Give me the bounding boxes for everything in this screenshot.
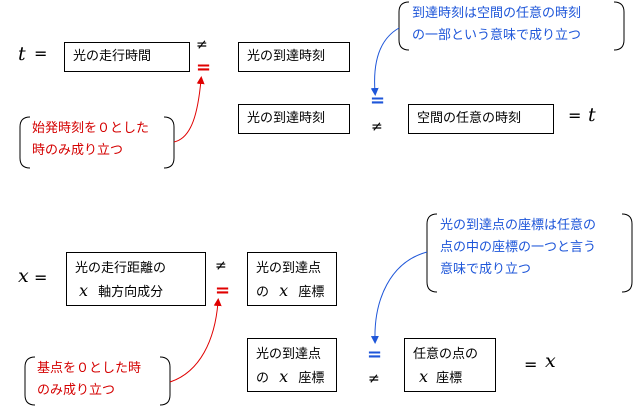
equals-sign: = (34, 44, 48, 63)
lhs-variable: t (18, 43, 26, 65)
note-line: 到達時刻は空間の任意の時刻 (412, 6, 582, 21)
box-label: の (256, 371, 270, 386)
box-label: 光の到達時刻 (247, 111, 326, 126)
not-equal-sign: ≠ (368, 371, 380, 387)
box-travel-distance-x-component: 光の走行距離の x 軸方向成分 (66, 252, 206, 306)
equals-sign-blue: = (367, 344, 383, 365)
red-arrow-top (173, 76, 205, 143)
box-space-arbitrary-time: 空間の任意の時刻 (408, 104, 554, 134)
equals-sign: = (568, 106, 582, 125)
equals-sign-red: = (215, 280, 231, 301)
not-equal-sign: ≠ (215, 258, 227, 274)
box-label-line2: の x 座標 (256, 366, 328, 390)
not-equal-sign: ≠ (196, 37, 208, 53)
x-symbol: x (419, 367, 429, 386)
note-line: 時のみ成り立つ (32, 143, 124, 158)
box-label: 光の走行時間 (73, 49, 152, 64)
box-label: の (256, 285, 270, 300)
note-line: 始発時刻を０とした (32, 121, 150, 136)
note-bracket-left (24, 356, 36, 406)
box-label: 座標 (298, 371, 325, 386)
note-bracket-left (426, 213, 438, 293)
note-arrival-time-explanation: 到達時刻は空間の任意の時刻 の一部という意味で成り立つ (412, 3, 581, 47)
blue-arrow-bottom (370, 251, 428, 344)
equals-sign: = (34, 268, 48, 287)
note-line: 基点を０とした時 (37, 361, 142, 376)
note-line: のみ成り立つ (37, 383, 116, 398)
equals-sign: = (524, 355, 538, 374)
note-base-point-condition: 基点を０とした時 のみ成り立つ (37, 358, 141, 402)
red-arrow-bottom (169, 298, 222, 383)
x-symbol: x (79, 281, 89, 300)
box-label: 空間の任意の時刻 (417, 111, 522, 126)
note-bracket-right (621, 213, 633, 293)
box-label: 座標 (298, 285, 325, 300)
box-label: 任意の点の (413, 347, 479, 362)
box-label-line2: の x 座標 (256, 280, 328, 304)
box-arbitrary-point-x-coordinate: 任意の点の x 座標 (404, 338, 496, 392)
box-label-line2: x 軸方向成分 (75, 280, 197, 304)
box-label: 光の到達点 (256, 261, 322, 276)
note-bracket-right (159, 356, 171, 406)
rhs-variable: t (588, 104, 596, 126)
box-label: 光の到達点 (256, 347, 322, 362)
x-symbol: x (279, 367, 289, 386)
box-arrival-point-x-coordinate: 光の到達点 の x 座標 (247, 338, 337, 392)
box-light-arrival-time: 光の到達時刻 (238, 42, 350, 72)
not-equal-sign: ≠ (371, 119, 383, 135)
box-arrival-point-x-coordinate: 光の到達点 の x 座標 (247, 252, 337, 306)
box-label: 光の到達時刻 (247, 49, 326, 64)
box-light-running-time: 光の走行時間 (64, 42, 190, 72)
note-line: の一部という意味で成り立つ (412, 28, 582, 43)
note-line: 意味で成り立つ (440, 262, 532, 277)
blue-arrow-top (370, 27, 400, 96)
note-arrival-point-explanation: 光の到達点の座標は任意の 点の中の座標の一つと言う 意味で成り立つ (440, 215, 596, 281)
box-label: 軸方向成分 (98, 285, 164, 300)
note-bracket-right (163, 116, 175, 169)
note-bracket-right (613, 1, 625, 51)
note-line: 点の中の座標の一つと言う (440, 240, 597, 255)
equals-sign-blue: = (370, 90, 386, 111)
box-light-arrival-time: 光の到達時刻 (238, 104, 350, 134)
note-line: 光の到達点の座標は任意の (440, 218, 597, 233)
note-bracket-left (398, 1, 410, 51)
rhs-variable: x (545, 350, 556, 372)
x-symbol: x (279, 281, 289, 300)
box-label-line2: x 座標 (413, 366, 487, 390)
lhs-variable: x (18, 265, 29, 287)
note-bracket-left (19, 116, 31, 169)
note-start-time-condition: 始発時刻を０とした 時のみ成り立つ (32, 118, 149, 162)
box-label: 座標 (436, 371, 463, 386)
equals-sign-red: = (196, 57, 212, 78)
box-label: 光の走行距離の (75, 261, 167, 276)
